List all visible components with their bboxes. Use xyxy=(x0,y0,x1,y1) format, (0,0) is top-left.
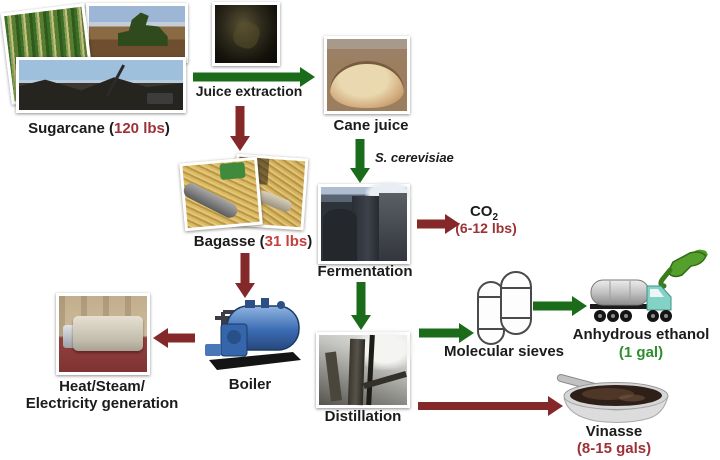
sugarcane-photo-collage xyxy=(0,0,200,116)
heat-steam-line1-text: Heat/Steam/ xyxy=(59,378,145,395)
molecular-sieves-label: Molecular sieves xyxy=(443,343,565,361)
vinasse-drum-figure xyxy=(556,372,674,424)
boiler-drawing xyxy=(205,298,301,370)
fermentation-photo xyxy=(318,181,413,264)
vinasse-drum-drawing xyxy=(556,373,669,423)
distillation-label: Distillation xyxy=(324,408,402,426)
boiler-skid-shape xyxy=(209,352,301,370)
molecular-sieves-figure xyxy=(474,268,534,346)
fermenter-tank-shape xyxy=(379,192,407,261)
cane-juice-photo xyxy=(324,36,410,114)
anhydrous-ethanol-value-text: (1 gal) xyxy=(618,344,664,361)
distillation-label-text: Distillation xyxy=(324,408,402,425)
nozzle-body-shape xyxy=(667,251,707,278)
boiler-valve-shape xyxy=(277,301,285,309)
co2-formula-text: CO xyxy=(469,203,493,220)
boiler-label-text: Boiler xyxy=(228,376,272,393)
co2-subscript-text: 2 xyxy=(492,212,499,223)
fuel-nozzle-drawing xyxy=(658,249,708,289)
boiler-figure xyxy=(193,296,307,376)
distillation-photo xyxy=(316,328,416,408)
juice-tank-shape xyxy=(330,60,404,109)
boiler-label: Boiler xyxy=(228,376,272,394)
yeast-label-text: S. cerevisiae xyxy=(375,150,454,165)
anhydrous-ethanol-label: Anhydrous ethanol xyxy=(572,326,710,344)
juice-extraction-label-text: Juice extraction xyxy=(195,83,303,99)
fermentation-label-text: Fermentation xyxy=(317,263,413,280)
harvester-field-photo xyxy=(86,3,188,63)
boiler-valve-shape xyxy=(245,300,255,308)
bagasse-label-suffix: ) xyxy=(307,233,313,250)
bagasse-label: Bagasse (31 lbs) xyxy=(193,233,313,251)
sugarcane-label-text: Sugarcane ( xyxy=(28,120,114,137)
sugarcane-label-suffix: ) xyxy=(164,120,170,137)
cane-juice-label-text: Cane juice xyxy=(333,117,409,134)
heat-steam-line2-text: Electricity generation xyxy=(25,395,179,412)
yeast-label: S. cerevisiae xyxy=(375,150,454,166)
generator-shape xyxy=(62,324,77,348)
molecular-sieves-label-text: Molecular sieves xyxy=(443,343,565,360)
co2-value-text: (6-12 lbs) xyxy=(455,220,517,236)
boiler-door-shape xyxy=(227,330,241,344)
fermenter-tank-shape xyxy=(322,209,358,261)
liquid-streak-shape xyxy=(619,394,645,402)
truck-chassis-shape xyxy=(590,304,654,309)
co2-value: (6-12 lbs) xyxy=(455,220,517,237)
anhydrous-ethanol-value: (1 gal) xyxy=(618,344,664,362)
boiler-valve-shape xyxy=(261,298,269,308)
turbine-hall-photo xyxy=(56,293,150,375)
vinasse-value: (8-15 gals) xyxy=(576,440,652,458)
cane-pile-photo xyxy=(16,57,186,113)
bagasse-label-text: Bagasse ( xyxy=(193,233,265,250)
sugarcane-label: Sugarcane (120 lbs) xyxy=(28,120,170,138)
molecular-sieves-drawing xyxy=(477,271,532,345)
heat-steam-label-line1: Heat/Steam/ xyxy=(59,378,145,396)
drum-side-shape xyxy=(563,395,669,423)
co2-label: CO2 xyxy=(469,203,499,223)
liquid-streak-shape xyxy=(582,388,634,400)
nozzle-spout-shape xyxy=(658,267,673,289)
bagasse-value-text: 31 lbs xyxy=(264,233,308,250)
juice-extraction-label: Juice extraction xyxy=(195,83,303,100)
wheel-hubs xyxy=(598,314,668,318)
sugarcane-value-text: 120 lbs xyxy=(114,120,165,137)
boiler-pump-shape xyxy=(205,344,221,356)
heat-steam-label-line2: Electricity generation xyxy=(25,395,179,413)
ethanol-truck-figure xyxy=(586,274,676,326)
truck-shape xyxy=(146,93,174,104)
tanker-truck-drawing xyxy=(590,279,672,322)
fuel-nozzle-icon xyxy=(655,248,710,290)
vinasse-label: Vinasse xyxy=(585,423,643,441)
turbine-generator-shape xyxy=(73,315,144,351)
fermentation-label: Fermentation xyxy=(317,263,413,281)
truck-window-shape xyxy=(650,289,664,297)
vinasse-label-text: Vinasse xyxy=(585,423,643,440)
anhydrous-ethanol-label-text: Anhydrous ethanol xyxy=(572,326,710,343)
juice-extraction-photo xyxy=(212,2,280,66)
cane-juice-label: Cane juice xyxy=(333,117,409,135)
vinasse-value-text: (8-15 gals) xyxy=(576,440,652,457)
